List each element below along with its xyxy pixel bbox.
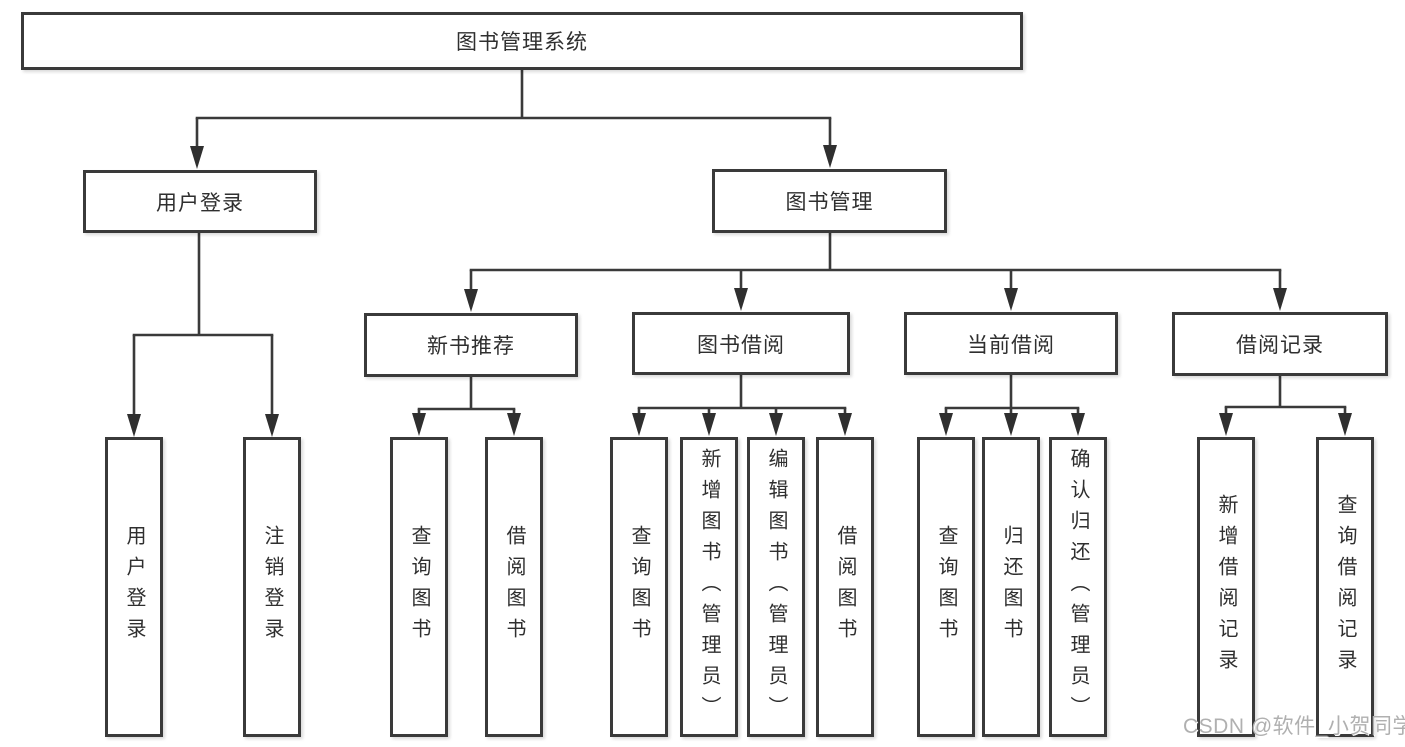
node-label: 借阅图书	[834, 525, 856, 649]
node-label: 查询图书	[408, 525, 430, 649]
arrow-icon	[734, 288, 748, 311]
node-label: 用户登录	[123, 525, 145, 649]
arrow-icon	[1273, 288, 1287, 311]
arrow-icon	[265, 414, 279, 437]
node-borrow-book-recommend: 借阅图书	[485, 437, 543, 737]
node-return-book: 归还图书	[982, 437, 1040, 737]
node-label: 查询图书	[628, 525, 650, 649]
node-current-borrow: 当前借阅	[904, 312, 1118, 375]
node-label: 编辑图书（管理员）	[765, 447, 787, 727]
arrow-icon	[127, 414, 141, 437]
csdn-watermark: CSDN @软件_小贺同学	[1183, 715, 1405, 738]
node-label: 新增借阅记录	[1215, 494, 1237, 680]
node-label: 确认归还（管理员）	[1067, 447, 1089, 727]
node-query-book-borrow: 查询图书	[610, 437, 668, 737]
arrow-icon	[1219, 413, 1233, 436]
node-user-login-leaf: 用户登录	[105, 437, 163, 737]
node-edit-book-admin: 编辑图书（管理员）	[747, 437, 805, 737]
node-borrow-record: 借阅记录	[1172, 312, 1388, 376]
arrow-icon	[1004, 288, 1018, 311]
node-book-borrow: 图书借阅	[632, 312, 850, 375]
node-label: 归还图书	[1000, 525, 1022, 649]
node-logout: 注销登录	[243, 437, 301, 737]
node-confirm-return-admin: 确认归还（管理员）	[1049, 437, 1107, 737]
node-add-borrow-record: 新增借阅记录	[1197, 437, 1255, 737]
arrow-icon	[823, 145, 837, 168]
arrow-icon	[838, 413, 852, 436]
arrow-icon	[702, 413, 716, 436]
arrow-icon	[412, 413, 426, 436]
arrow-icon	[507, 413, 521, 436]
node-library-system: 图书管理系统	[21, 12, 1023, 70]
node-query-book-recommend: 查询图书	[390, 437, 448, 737]
node-add-book-admin: 新增图书（管理员）	[680, 437, 738, 737]
node-new-book-recommend: 新书推荐	[364, 313, 578, 377]
node-borrow-book-leaf: 借阅图书	[816, 437, 874, 737]
node-label: 查询借阅记录	[1334, 494, 1356, 680]
arrow-icon	[1071, 413, 1085, 436]
node-label: 借阅图书	[503, 525, 525, 649]
node-label: 新增图书（管理员）	[698, 447, 720, 727]
arrow-icon	[939, 413, 953, 436]
node-label: 查询图书	[935, 525, 957, 649]
arrow-icon	[632, 413, 646, 436]
arrowheads	[127, 145, 1352, 437]
node-query-book-current: 查询图书	[917, 437, 975, 737]
arrow-icon	[1338, 413, 1352, 436]
arrow-icon	[1004, 413, 1018, 436]
arrow-icon	[769, 413, 783, 436]
node-query-borrow-record: 查询借阅记录	[1316, 437, 1374, 737]
node-label: 注销登录	[261, 525, 283, 649]
arrow-icon	[464, 289, 478, 312]
node-book-management: 图书管理	[712, 169, 947, 233]
arrow-icon	[190, 146, 204, 169]
node-user-login: 用户登录	[83, 170, 317, 233]
